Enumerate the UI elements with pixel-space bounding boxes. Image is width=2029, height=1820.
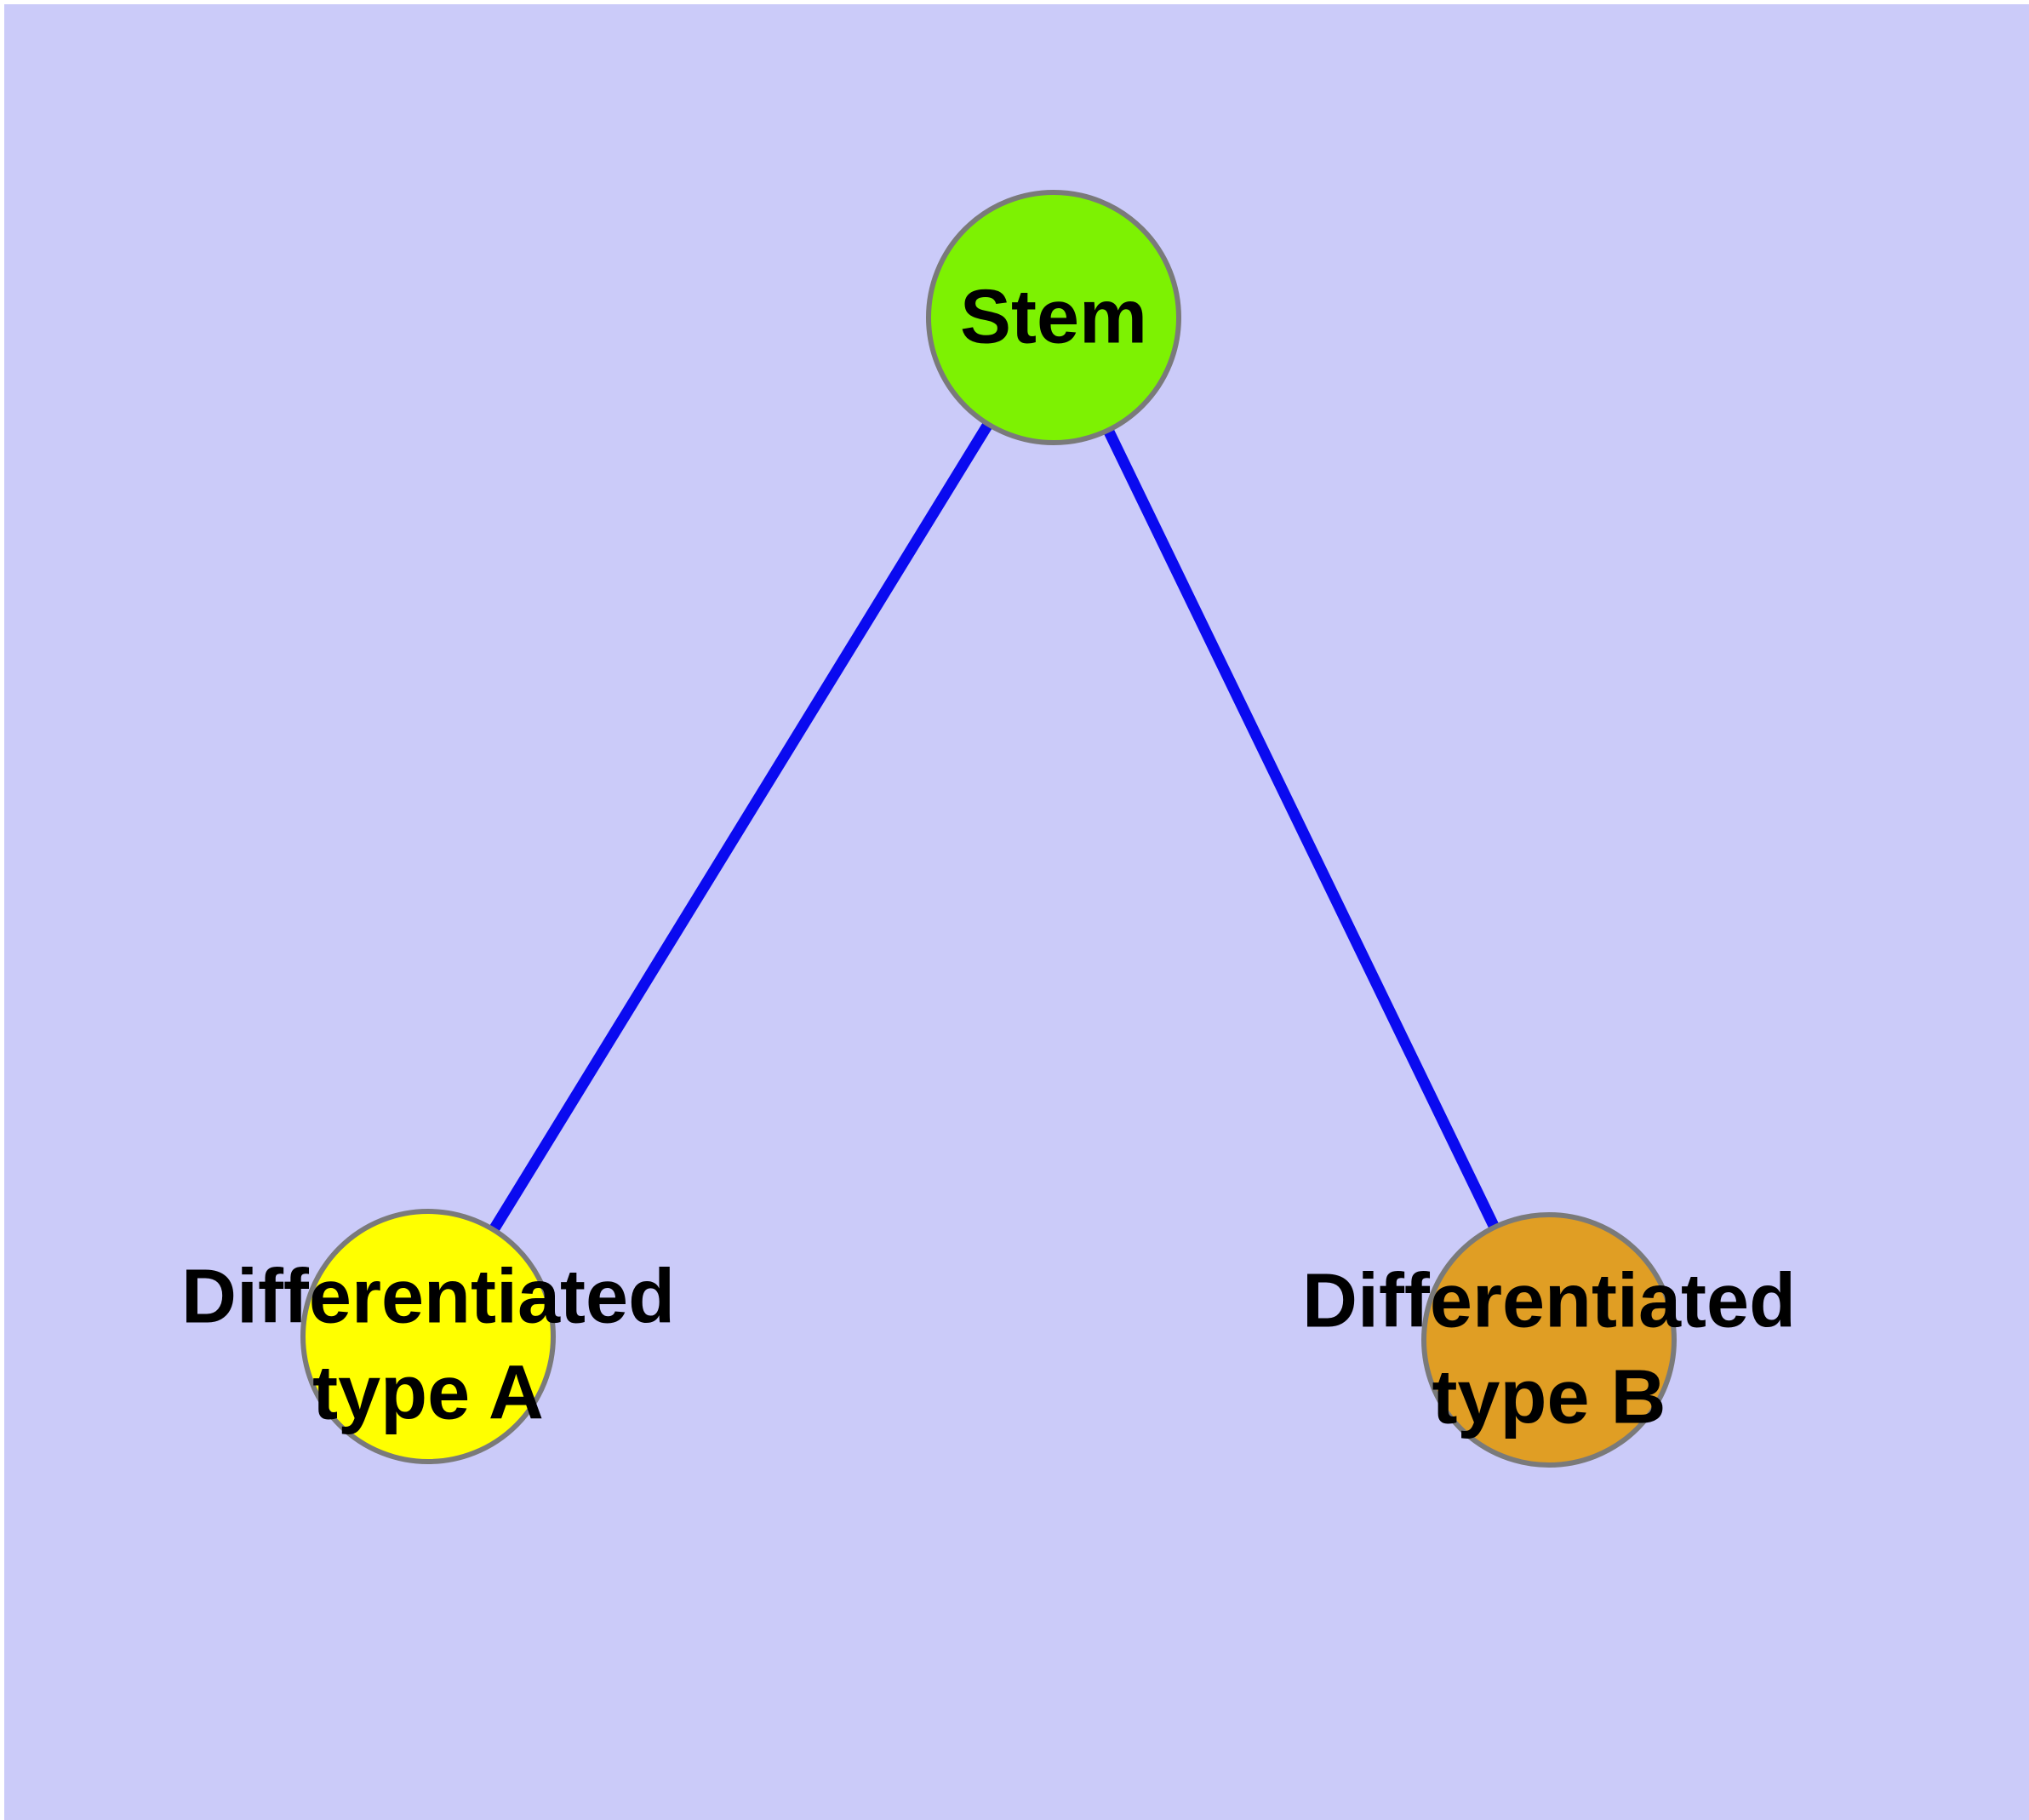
node-type-b-circle	[1421, 1212, 1677, 1468]
edge-stem-to-type-a	[423, 314, 1059, 1340]
node-type-a-label: Differentiated type A	[180, 1254, 676, 1436]
edge-stem-to-type-b	[1049, 315, 1554, 1342]
node-type-b-label: Differentiated type B	[1301, 1258, 1797, 1440]
graph-svg	[300, 190, 1677, 1468]
graph-canvas: Stem Differentiated type A Differentiate…	[4, 4, 2029, 1820]
node-stem-circle	[926, 190, 1181, 445]
node-stem-label: Stem	[959, 274, 1148, 360]
node-type-a-circle	[300, 1209, 556, 1464]
